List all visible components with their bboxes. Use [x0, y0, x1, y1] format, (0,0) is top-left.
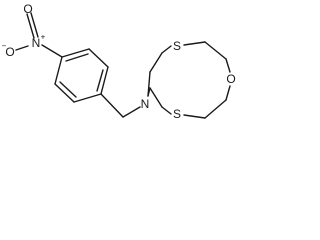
atom-nitro-n: N — [32, 36, 41, 50]
bond-benzene-1-inner — [65, 53, 89, 62]
bond-otop-n — [26, 13, 35, 39]
bond-sbot-c7 — [161, 106, 172, 115]
bond-benzene-1 — [61, 48, 90, 58]
bond-stop-c3 — [183, 41, 206, 46]
bond-benzene-5-inner — [59, 81, 77, 98]
bond-benzene-3-inner — [96, 69, 104, 92]
bond-o-c5 — [225, 85, 231, 101]
bond-c1-c2 — [149, 52, 163, 73]
atom-ring-s-top: S — [173, 39, 181, 53]
bond-c7-c8 — [149, 87, 163, 108]
bond-otop-n-double — [30, 12, 39, 38]
bond-benzene-5 — [54, 83, 75, 103]
charge-nitro-o-side: − — [2, 42, 7, 51]
bond-ring-ch2 — [100, 93, 124, 118]
bond-c4-o — [225, 58, 231, 73]
bond-c3-c4 — [204, 41, 227, 60]
bond-nitro-ring — [41, 44, 63, 58]
bond-n-oside — [15, 45, 29, 51]
bond-ch2-n — [122, 106, 141, 118]
chemical-structure: O N + O − N S O S — [2, 2, 236, 121]
atom-ring-o: O — [226, 72, 235, 86]
bond-c8-n — [147, 87, 151, 97]
bond-c6-sbot — [183, 114, 206, 119]
bond-benzene-4 — [73, 93, 102, 103]
atom-ring-s-bottom: S — [173, 107, 181, 121]
bond-benzene-6 — [54, 56, 63, 85]
atom-nitro-o-top: O — [23, 2, 32, 16]
bond-c2-stop — [161, 45, 172, 54]
charge-nitro-n: + — [41, 33, 46, 42]
bond-benzene-3 — [100, 66, 109, 95]
atom-nitro-o-side: O — [5, 45, 14, 59]
structure-drawing: O N + O − N S O S — [2, 2, 236, 121]
bond-benzene-2 — [88, 48, 109, 68]
atom-ring-n: N — [141, 97, 150, 111]
bond-c5-c6 — [204, 99, 227, 119]
